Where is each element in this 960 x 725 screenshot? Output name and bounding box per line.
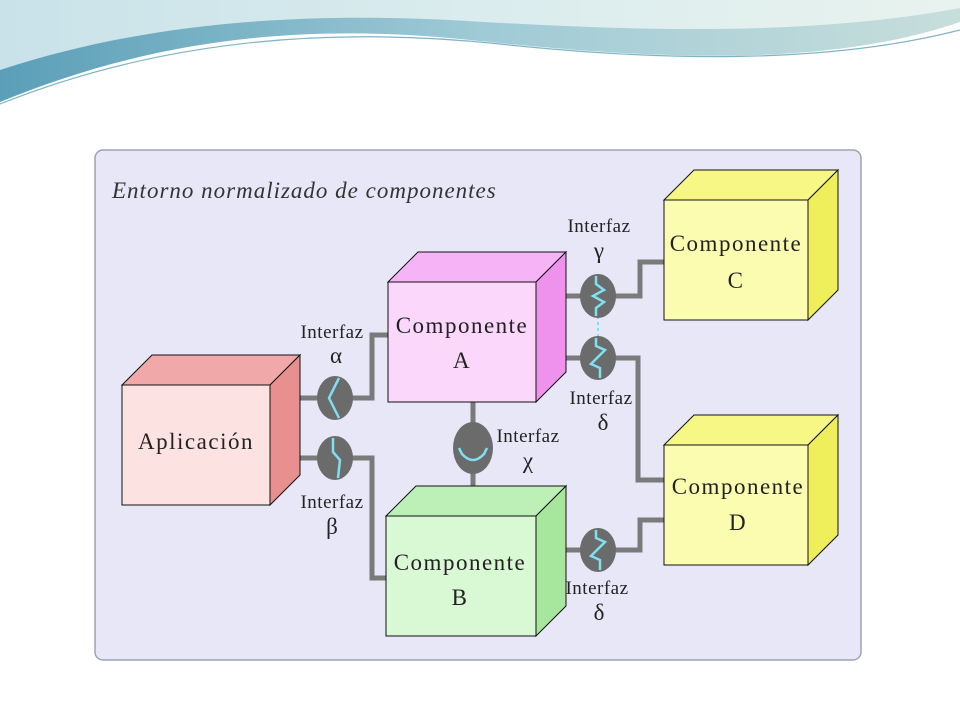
interface-delta-b-label: Interfaz δ	[565, 578, 628, 625]
interface-beta-node	[317, 436, 353, 480]
interface-delta-b-word: Interfaz	[565, 578, 628, 599]
componente-c-box: Componente C	[662, 168, 840, 322]
interface-chi-label: Interfaz χ	[496, 426, 559, 473]
interface-gamma-greek: γ	[593, 238, 604, 263]
componente-a-label-line1: Componente	[396, 313, 529, 338]
interface-delta-b-greek: δ	[594, 600, 605, 625]
componente-b-label-line2: B	[452, 585, 469, 610]
interface-chi-glyph	[457, 447, 489, 462]
frame-title: Entorno normalizado de componentes	[111, 178, 497, 203]
aplicacion-label: Aplicación	[138, 429, 254, 454]
interface-delta-a-label: Interfaz δ	[569, 388, 632, 435]
interface-beta-word: Interfaz	[300, 492, 363, 513]
componente-a-label-line2: A	[453, 348, 471, 373]
interface-chi-word: Interfaz	[496, 426, 559, 447]
componente-b-box: Componente B	[384, 484, 568, 638]
interface-beta-glyph	[331, 438, 342, 479]
interface-gamma-word: Interfaz	[567, 216, 630, 237]
componente-d-label-line2: D	[729, 510, 747, 535]
interface-alpha-greek: α	[330, 343, 342, 368]
interface-alpha-label: Interfaz α	[300, 322, 363, 368]
interface-delta-b-node	[580, 528, 616, 572]
interface-delta-a-glyph	[588, 338, 608, 378]
interface-beta-greek: β	[326, 514, 338, 539]
interface-gamma-glyph	[590, 276, 607, 316]
componente-a-box: Componente A	[386, 250, 568, 404]
interface-delta-b-glyph	[588, 530, 608, 570]
componente-d-label-line1: Componente	[672, 474, 805, 499]
interface-delta-a-word: Interfaz	[569, 388, 632, 409]
interface-gamma-node	[580, 274, 616, 318]
interface-delta-a-node	[580, 336, 616, 380]
componente-d-box: Componente D	[662, 413, 840, 567]
interface-alpha-node	[317, 376, 353, 420]
interface-chi-greek: χ	[522, 448, 534, 473]
componente-c-label-line2: C	[728, 268, 745, 293]
componente-b-label-line1: Componente	[394, 550, 527, 575]
componente-c-label-line1: Componente	[670, 231, 803, 256]
interface-chi-node	[453, 422, 493, 474]
aplicacion-box: Aplicación	[120, 353, 302, 507]
interface-alpha-glyph	[327, 377, 341, 419]
header-wave-decoration	[0, 0, 960, 105]
interface-delta-a-greek: δ	[598, 410, 609, 435]
interface-gamma-label: Interfaz γ	[567, 216, 630, 263]
interface-alpha-word: Interfaz	[300, 322, 363, 343]
interface-beta-label: Interfaz β	[300, 492, 363, 539]
